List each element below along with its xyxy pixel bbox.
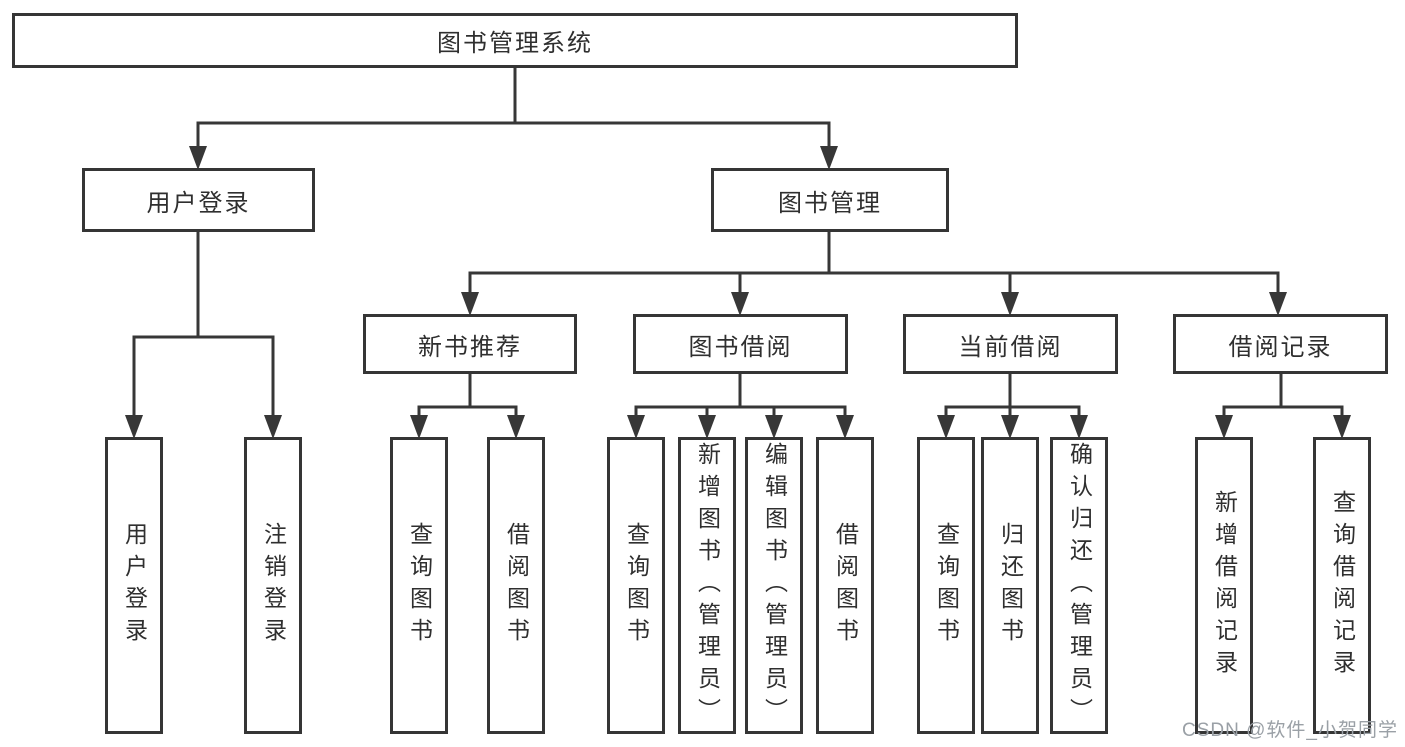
arrowhead-icon <box>836 415 854 439</box>
arrowhead-icon <box>627 415 645 439</box>
arrowhead-icon <box>1070 415 1088 439</box>
leaf-recommend-query-books: 查询图书 <box>390 437 448 734</box>
connector-root-to-branches <box>196 68 831 148</box>
arrowhead-icon <box>731 292 749 316</box>
connector-strokes <box>132 68 1344 417</box>
node-book-management-branch: 图书管理 <box>711 168 949 232</box>
connector-user-login-to-leaves <box>132 232 275 417</box>
arrowhead-icon <box>1269 292 1287 316</box>
watermark: CSDN @软件_小贺同学 <box>1182 720 1398 741</box>
leaf-record-query-borrow-record: 查询借阅记录 <box>1313 437 1371 734</box>
arrowhead-icon <box>1215 415 1233 439</box>
arrowhead-icon <box>820 146 838 170</box>
arrowhead-icon <box>765 415 783 439</box>
arrowhead-icon <box>461 292 479 316</box>
arrowhead-icon <box>125 415 143 439</box>
leaf-recommend-borrow-books: 借阅图书 <box>487 437 545 734</box>
arrowhead-icon <box>189 146 207 170</box>
arrowhead-icon <box>264 415 282 439</box>
node-book-borrow: 图书借阅 <box>633 314 848 374</box>
arrowhead-icon <box>1333 415 1351 439</box>
connector-new-book-recommend-to-leaves <box>417 374 518 417</box>
connector-book-management-to-sections <box>468 232 1280 294</box>
leaf-borrow-edit-books-admin: 编辑图书（管理员） <box>745 437 803 734</box>
node-user-login-branch: 用户登录 <box>82 168 315 232</box>
leaf-borrow-query-books: 查询图书 <box>607 437 665 734</box>
leaf-current-confirm-return-admin: 确认归还（管理员） <box>1050 437 1108 734</box>
leaf-user-login: 用户登录 <box>105 437 163 734</box>
connector-book-borrow-to-leaves <box>634 374 847 417</box>
arrowhead-icon <box>937 415 955 439</box>
leaf-current-query-books: 查询图书 <box>917 437 975 734</box>
leaf-borrow-add-books-admin: 新增图书（管理员） <box>678 437 736 734</box>
node-borrow-records: 借阅记录 <box>1173 314 1388 374</box>
arrowhead-icon <box>1001 292 1019 316</box>
leaf-logout: 注销登录 <box>244 437 302 734</box>
arrowhead-icon <box>507 415 525 439</box>
node-root-library-system: 图书管理系统 <box>12 13 1018 68</box>
leaf-record-add-borrow-record: 新增借阅记录 <box>1195 437 1253 734</box>
arrowhead-icon <box>410 415 428 439</box>
connector-borrow-records-to-leaves <box>1222 374 1344 417</box>
arrowheads <box>125 146 1351 439</box>
leaf-current-return-books: 归还图书 <box>981 437 1039 734</box>
arrowhead-icon <box>1001 415 1019 439</box>
node-current-borrow: 当前借阅 <box>903 314 1118 374</box>
arrowhead-icon <box>698 415 716 439</box>
node-new-book-recommend: 新书推荐 <box>363 314 577 374</box>
connector-current-borrow-to-leaves <box>944 374 1081 417</box>
leaf-borrow-borrow-books: 借阅图书 <box>816 437 874 734</box>
